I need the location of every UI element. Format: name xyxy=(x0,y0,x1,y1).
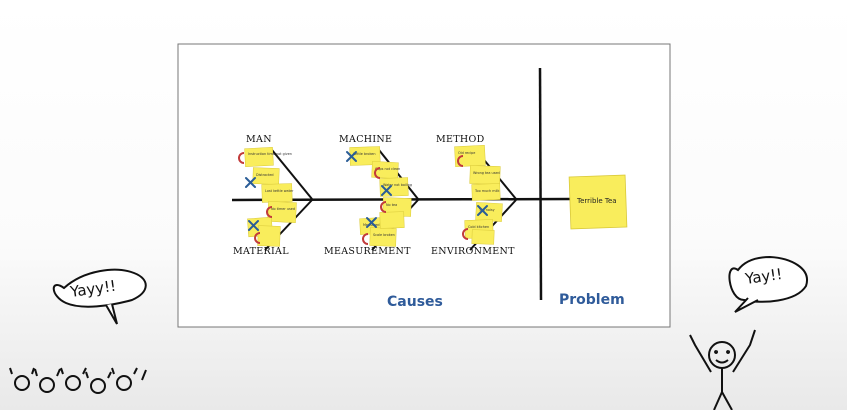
causes-label: Causes xyxy=(387,294,443,310)
sticky-note xyxy=(379,211,405,229)
c-mark-icon xyxy=(374,167,381,179)
sticky-note xyxy=(267,201,297,223)
c-marks xyxy=(238,152,469,245)
effect-sticky: Terrible Tea xyxy=(568,174,628,230)
person-head xyxy=(65,375,81,391)
sticky-note xyxy=(257,225,281,247)
person-head xyxy=(90,378,106,394)
category-man: MAN xyxy=(246,134,272,145)
c-mark-icon xyxy=(457,155,464,167)
sticky-note-text: Scale broken xyxy=(373,233,395,237)
left-speech-bubble xyxy=(52,268,147,308)
c-mark-icon xyxy=(362,233,369,245)
person-head xyxy=(708,341,736,369)
sticky-note-text: Cups not clean xyxy=(375,167,400,171)
left-bubble-tail xyxy=(105,303,118,325)
sticky-note xyxy=(369,227,397,247)
person-eyes xyxy=(714,350,731,354)
bone-machine xyxy=(378,149,419,200)
sticky-note xyxy=(471,183,501,201)
sticky-note xyxy=(475,202,503,222)
sticky-note-text: Kettle broken xyxy=(353,152,376,156)
x-mark-icon xyxy=(346,151,357,162)
sticky-note xyxy=(471,229,495,245)
sticky-note-text: Measured wrong xyxy=(363,223,391,227)
effect-note xyxy=(568,174,628,230)
person-head xyxy=(116,375,132,391)
sticky-group-man: Instruction time not given Distracted Lo… xyxy=(244,147,297,247)
bone-man xyxy=(271,149,313,200)
right-bubble-text: Yay!! xyxy=(743,265,783,288)
right-person xyxy=(689,255,808,410)
sticky-note-text: Too much milk xyxy=(474,189,499,193)
effect-note-text: Terrible Tea xyxy=(576,197,617,205)
x-mark-icon xyxy=(381,185,392,196)
c-mark-icon xyxy=(254,232,261,244)
sticky-note-text: Distracted xyxy=(256,173,274,177)
x-mark-icon xyxy=(245,177,256,188)
category-method: METHOD xyxy=(436,134,485,145)
sticky-note-text: Instruction time not given xyxy=(248,152,292,156)
sticky-note xyxy=(244,147,274,167)
sticky-note-text: Water not boiling xyxy=(383,183,412,187)
person-head xyxy=(14,375,30,391)
arms-raised xyxy=(9,367,147,381)
category-material: MATERIAL xyxy=(233,246,289,257)
sticky-note xyxy=(252,167,280,185)
sticky-group-measurement: Measured wrong Scale broken xyxy=(359,211,405,247)
right-speech-bubble xyxy=(728,255,808,303)
right-bubble-tail xyxy=(734,297,759,313)
sticky-note-text: Cold kitchen xyxy=(468,225,489,229)
sticky-group-machine: Kettle broken Cups not clean Water not b… xyxy=(349,146,412,217)
sticky-note-text: Too noisy xyxy=(478,208,495,212)
sticky-note-text: No timer used xyxy=(271,207,295,211)
sticky-note xyxy=(371,161,399,179)
x-mark-icon xyxy=(248,220,259,231)
sticky-note-text: No tea xyxy=(386,203,397,207)
category-measurement: MEASUREMENT xyxy=(324,246,411,257)
sticky-group-method: Old recipe Wrong tea used Too much milk xyxy=(454,144,501,201)
problem-label: Problem xyxy=(559,292,625,308)
category-environment: ENVIRONMENT xyxy=(431,246,515,257)
person-smile xyxy=(715,359,729,364)
x-marks xyxy=(245,151,488,231)
sticky-note xyxy=(261,183,293,203)
c-mark-icon xyxy=(266,206,273,218)
sticky-group-environment: Too noisy Cold kitchen xyxy=(464,202,503,245)
left-crowd xyxy=(9,268,147,394)
person-head xyxy=(39,377,55,393)
c-mark-icon xyxy=(238,152,245,164)
person-body xyxy=(689,329,756,410)
sticky-note-text: Old recipe xyxy=(458,151,475,155)
category-machine: MACHINE xyxy=(339,134,392,145)
sticky-note-text: Lost kettle water xyxy=(265,189,294,193)
x-mark-icon xyxy=(366,217,377,228)
x-mark-icon xyxy=(477,205,488,216)
problem-divider xyxy=(538,67,543,301)
c-mark-icon xyxy=(380,201,387,213)
sticky-note xyxy=(349,146,381,166)
sticky-note xyxy=(469,165,501,185)
sticky-note-text: Wrong tea used xyxy=(473,171,500,175)
c-mark-icon xyxy=(462,228,469,240)
